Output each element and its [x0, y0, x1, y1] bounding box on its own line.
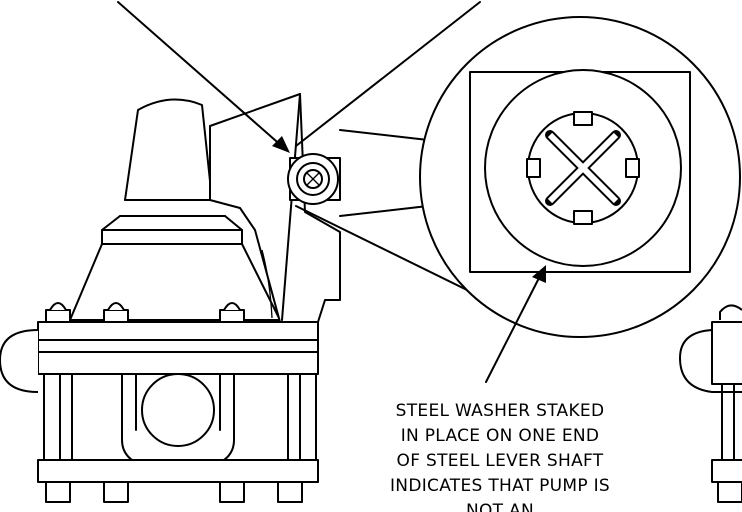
leader-arrow-callout [485, 265, 546, 383]
callout-line: INDICATES THAT PUMP IS [390, 476, 610, 496]
lever-arm [209, 93, 341, 323]
callout-text: STEEL WASHER STAKED IN PLACE ON ONE END … [390, 401, 610, 512]
bolt-cap [103, 302, 129, 323]
outlet-port [141, 373, 215, 447]
leader-arrow-top [117, 1, 290, 153]
magnified-washer-detail [419, 16, 741, 338]
callout-line: STEEL WASHER STAKED [396, 401, 605, 421]
bolt-cap [219, 302, 245, 323]
bottom-bolt [45, 481, 71, 503]
callout-line: NOT AN [466, 501, 534, 512]
bottom-bolt [277, 481, 303, 503]
bottom-bolt [219, 481, 245, 503]
pump-body [0, 98, 319, 503]
callout-line: IN PLACE ON ONE END [401, 426, 600, 446]
pump-body-right-partial [679, 304, 742, 503]
steel-washer-small [287, 153, 341, 205]
callout-line: OF STEEL LEVER SHAFT [397, 451, 604, 471]
bottom-bolt [103, 481, 129, 503]
bolt-cap [45, 302, 71, 323]
